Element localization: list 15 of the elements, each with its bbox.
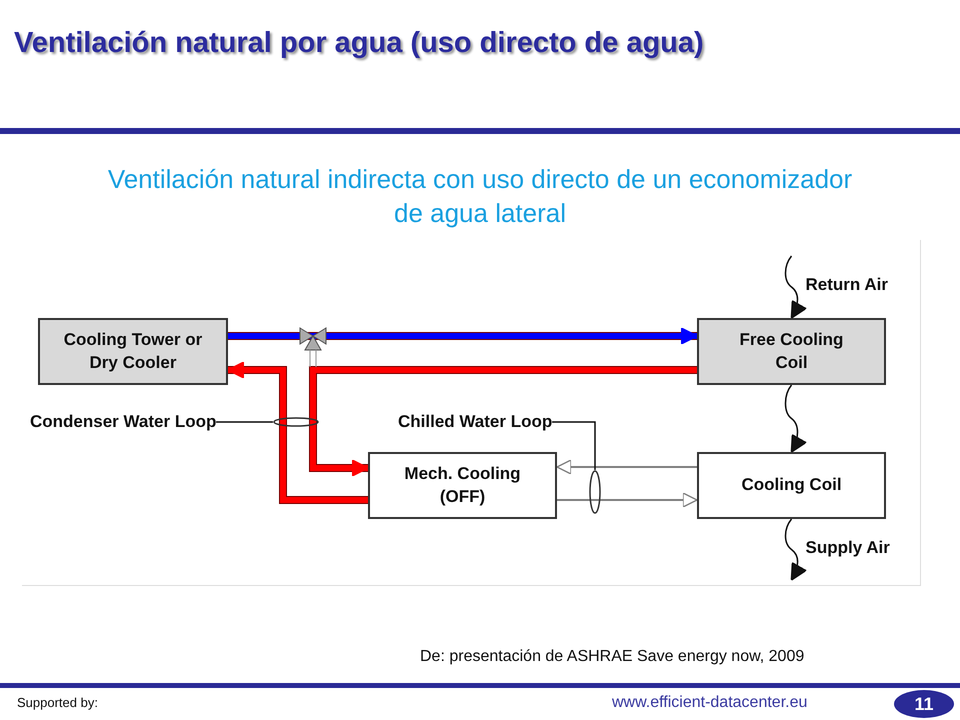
coil-box: Cooling Coil (697, 452, 886, 519)
loop-label: Condenser Water Loop (30, 410, 216, 433)
source-caption: De: presentación de ASHRAE Save energy now, 2009 (420, 648, 804, 666)
edge-label: Supply Air (806, 538, 890, 558)
coil-box: Free Cooling Coil (697, 318, 886, 385)
website-link: www.efficient-datacenter.eu (612, 694, 808, 712)
page-number: 11 (894, 690, 954, 718)
subtitle: Ventilación natural indirecta con uso directo de un economizador de agua lateral (106, 163, 854, 230)
chiller-box: Mech. Cooling (OFF) (368, 452, 557, 519)
loop-label: Chilled Water Loop (398, 410, 552, 433)
loop-ellipse (589, 470, 601, 514)
footer-text: Supported by: (17, 695, 98, 710)
cooling-tower-box: Cooling Tower or Dry Cooler (38, 318, 228, 385)
slide-title: Ventilación natural por agua (uso directo de agua) (14, 26, 705, 61)
loop-ellipse (273, 417, 319, 427)
